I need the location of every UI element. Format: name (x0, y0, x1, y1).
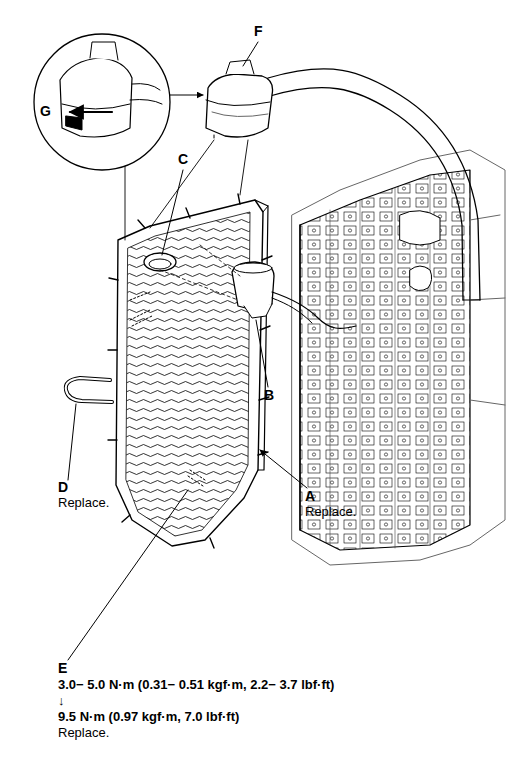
leader-line (243, 42, 258, 66)
inset-pointer (170, 95, 203, 96)
note: Replace. (305, 504, 356, 519)
callout-letter: A (305, 489, 315, 504)
note: Replace. (58, 495, 109, 510)
torque-spec: 3.0− 5.0 N·m (0.31− 0.51 kgf·m, 2.2− 3.7… (58, 677, 334, 692)
leader-line (256, 320, 268, 387)
leader-line (162, 170, 183, 255)
side-cover (108, 194, 272, 548)
o-ring-d (66, 378, 112, 402)
detail-inset (34, 34, 170, 170)
strainer-f (206, 60, 480, 300)
position-line (125, 165, 126, 240)
position-line (240, 140, 248, 195)
note: Replace. (58, 725, 109, 740)
callout-letter: F (254, 24, 263, 39)
callout-letter: B (264, 388, 274, 403)
part-b (232, 262, 356, 328)
callout-letter: C (178, 152, 188, 167)
position-line (150, 140, 214, 228)
leader-line (68, 490, 188, 660)
leader-line (68, 404, 76, 480)
callout-letter: D (58, 480, 68, 495)
torque-step-arrow: ↓ (58, 693, 65, 708)
torque-spec: 9.5 N·m (0.97 kgf·m, 7.0 lbf·ft) (58, 709, 239, 724)
leader-line (260, 450, 307, 488)
transmission-case (292, 150, 505, 565)
callout-letter: E (58, 661, 67, 676)
callout-letter: G (40, 104, 51, 119)
guide-line (160, 245, 240, 300)
